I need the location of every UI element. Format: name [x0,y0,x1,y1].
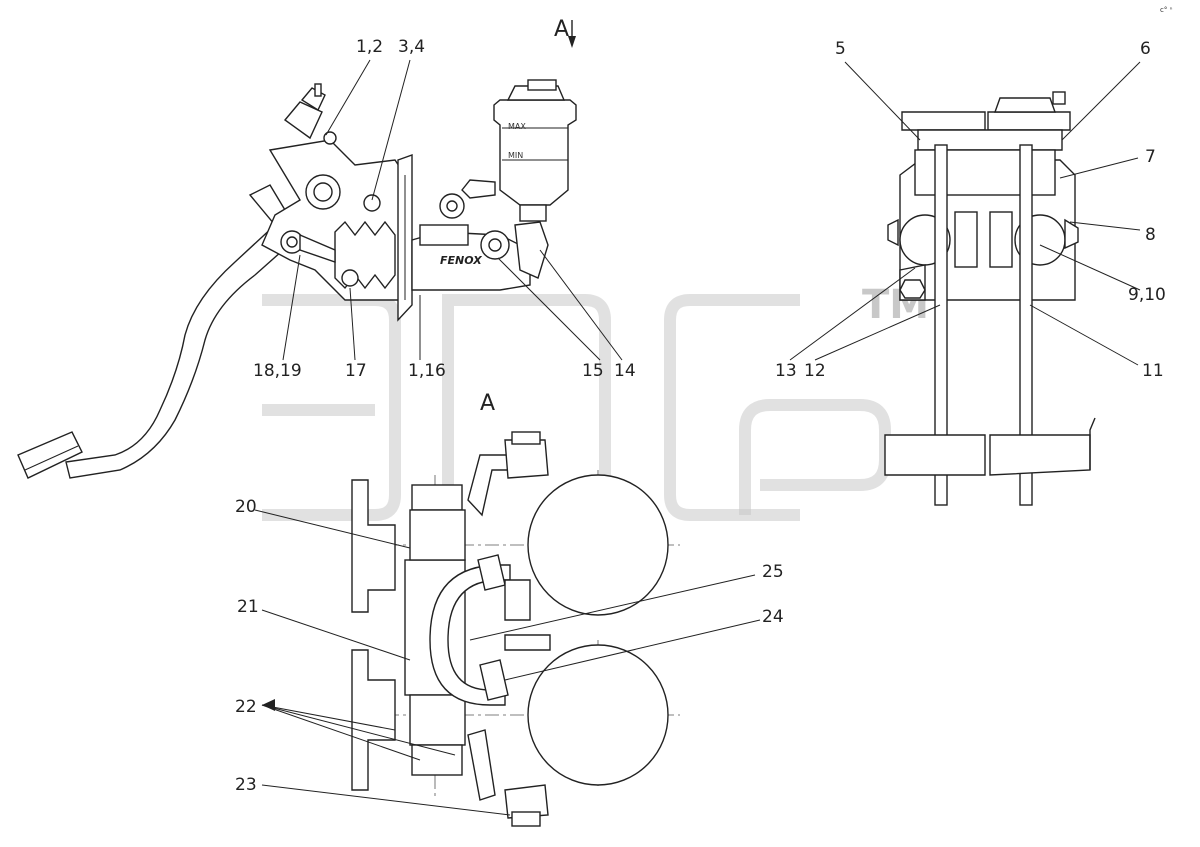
callout-6: 6 [1140,39,1151,59]
pushrod-boot [299,194,396,290]
cylinder-brand: FENOX [440,254,482,267]
callout-15: 15 [582,361,604,381]
corner-mark: c° ⁿ [1160,6,1173,14]
master-cylinder: FENOX [411,179,549,291]
callout-9-10: 9,10 [1128,285,1166,305]
watermark: TM [262,282,929,521]
reservoir-min-label: MIN [508,151,523,160]
callout-11: 11 [1142,361,1164,381]
view-arrow: A [554,17,576,48]
callout-21: 21 [237,597,259,617]
callout-24: 24 [762,607,784,627]
callout-20: 20 [235,497,257,517]
callout-1-2: 1,2 [356,37,383,57]
dual-master-cylinder-side-view [884,91,1096,506]
callout-17: 17 [345,361,367,381]
callout-14: 14 [614,361,636,381]
view-a-assembly [351,431,680,827]
callout-22: 22 [235,697,257,717]
section-arrow-label: A [554,17,569,42]
callout-23: 23 [235,775,257,795]
callout-12: 12 [804,361,826,381]
reservoir-max-label: MAX [508,122,526,131]
leader-lines [254,59,1141,816]
mounting-plate [397,154,413,322]
callout-8: 8 [1145,225,1156,245]
callout-7: 7 [1145,147,1156,167]
callout-13: 13 [775,361,797,381]
callout-18-19: 18,19 [253,361,302,381]
callout-1-16: 1,16 [408,361,446,381]
callout-3-4: 3,4 [398,37,425,57]
callout-labels: 1,2 3,4 18,19 17 1,16 15 14 5 6 7 8 9,10… [235,37,1166,795]
view-a-label: A [480,391,495,416]
callout-5: 5 [835,39,846,59]
callout-25: 25 [762,562,784,582]
fluid-reservoir: MAX MIN [493,79,577,222]
